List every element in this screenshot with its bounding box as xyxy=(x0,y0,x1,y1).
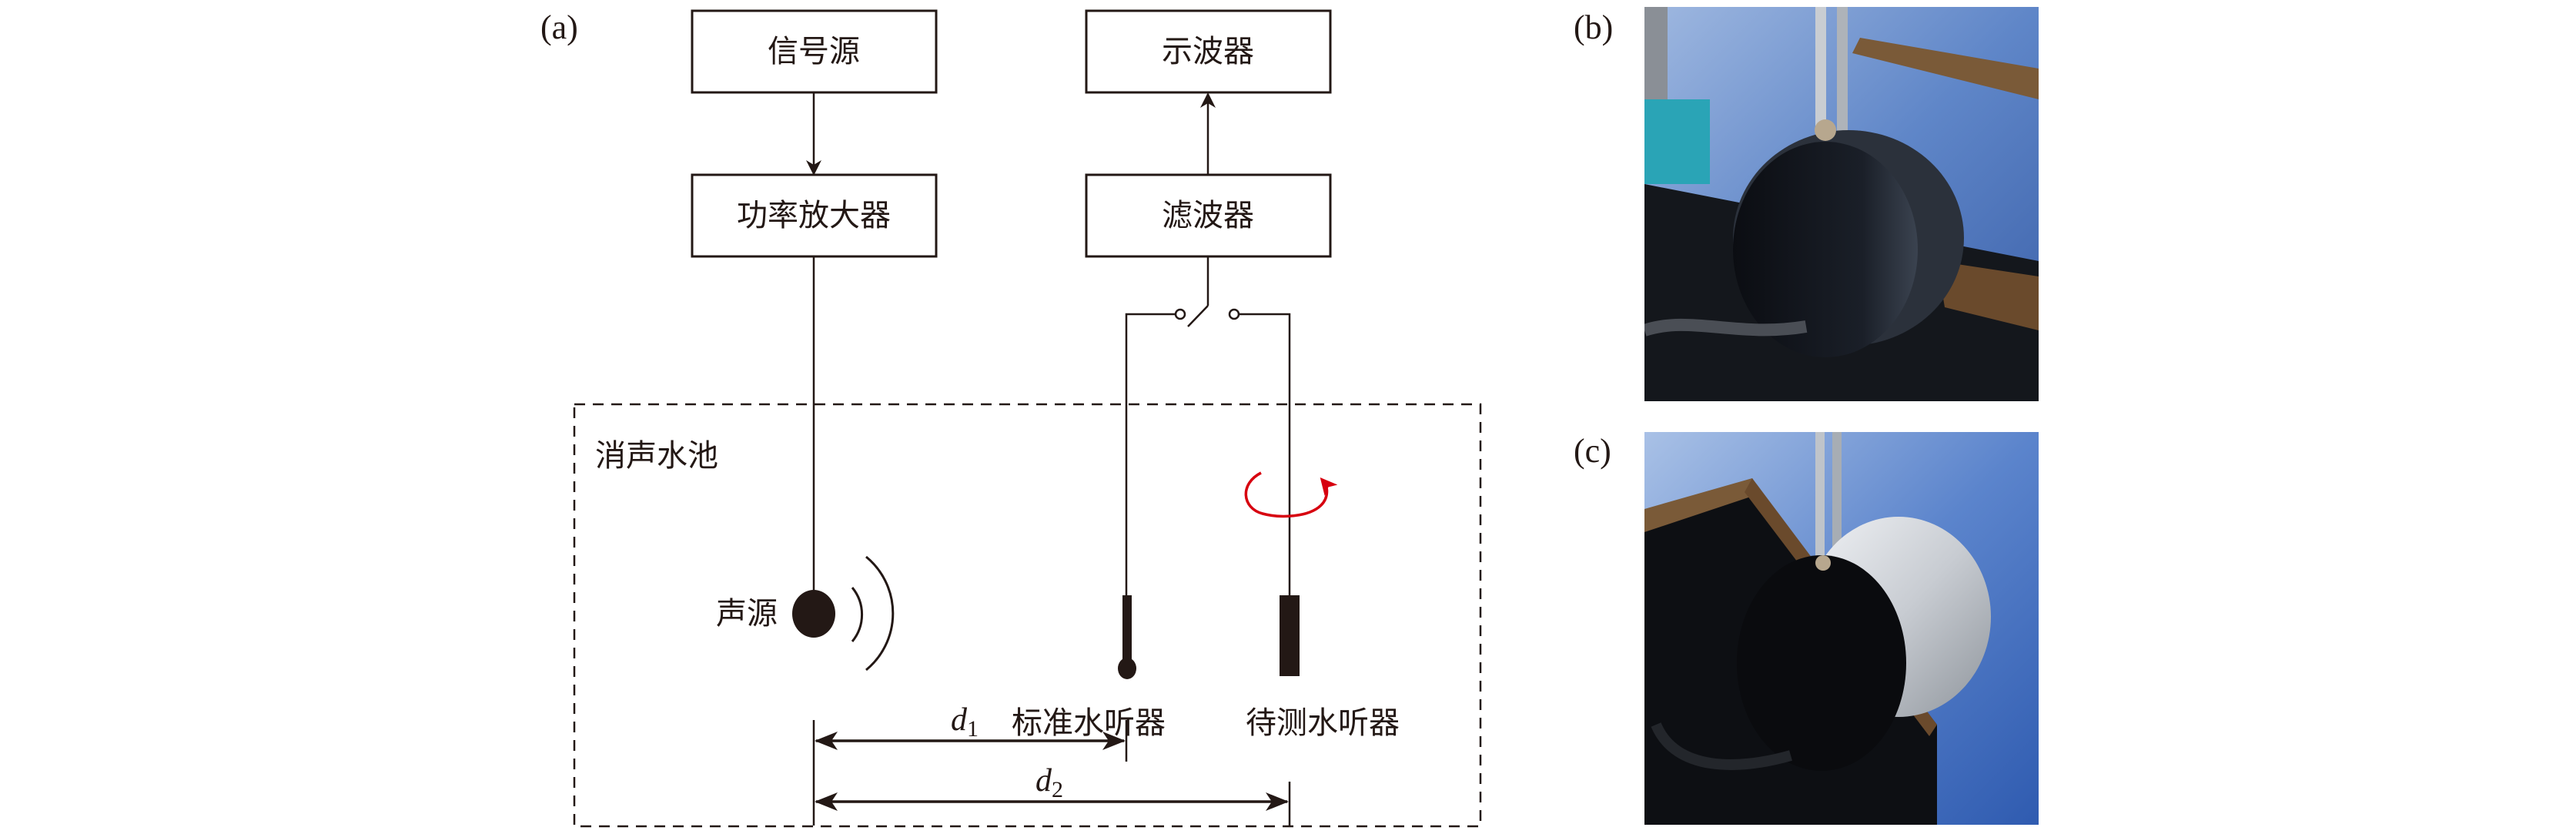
photo-c xyxy=(1644,432,2039,825)
d2-label: d2 xyxy=(1035,763,1063,802)
sound-source xyxy=(792,555,895,672)
photo-b xyxy=(1644,7,2039,401)
anechoic-tank-boundary xyxy=(573,403,1482,828)
oscilloscope-label: 示波器 xyxy=(1162,34,1254,69)
sound-source-icon xyxy=(792,590,835,638)
distance-d2: d2 xyxy=(815,763,1291,826)
anechoic-tank-label: 消声水池 xyxy=(595,438,718,474)
sound-wave-inner-icon xyxy=(851,587,863,642)
selector-switch xyxy=(1125,256,1291,595)
rotation-arrow-icon xyxy=(1244,471,1338,518)
panel-label-a: (a) xyxy=(540,8,578,46)
sound-wave-outer-icon xyxy=(865,555,895,672)
photo-c-hydrophone-image xyxy=(1644,432,2039,825)
standard-hydrophone-icon xyxy=(1118,658,1136,679)
test-hydrophone-icon xyxy=(1280,595,1300,676)
sound-source-label: 声源 xyxy=(716,596,778,631)
distance-d1: d1 xyxy=(812,702,1128,826)
filter-block: 滤波器 xyxy=(1085,173,1332,258)
power-amplifier-block: 功率放大器 xyxy=(691,173,938,258)
panel-label-c: (c) xyxy=(1574,432,1611,470)
signal-source-block: 信号源 xyxy=(691,9,938,94)
power-amplifier-label: 功率放大器 xyxy=(737,198,891,233)
panel-label-b: (b) xyxy=(1574,8,1613,46)
standard-hydrophone-label: 标准水听器 xyxy=(1012,705,1166,741)
hydrophone-under-test-label: 待测水听器 xyxy=(1246,705,1400,741)
signal-source-label: 信号源 xyxy=(768,34,860,69)
d1-label: d1 xyxy=(951,702,979,742)
hydrophone-under-test xyxy=(1280,595,1300,676)
photo-b-hydrophone-image xyxy=(1644,7,2039,401)
filter-label: 滤波器 xyxy=(1162,198,1254,233)
oscilloscope-block: 示波器 xyxy=(1085,9,1332,94)
standard-hydrophone xyxy=(1118,595,1136,679)
